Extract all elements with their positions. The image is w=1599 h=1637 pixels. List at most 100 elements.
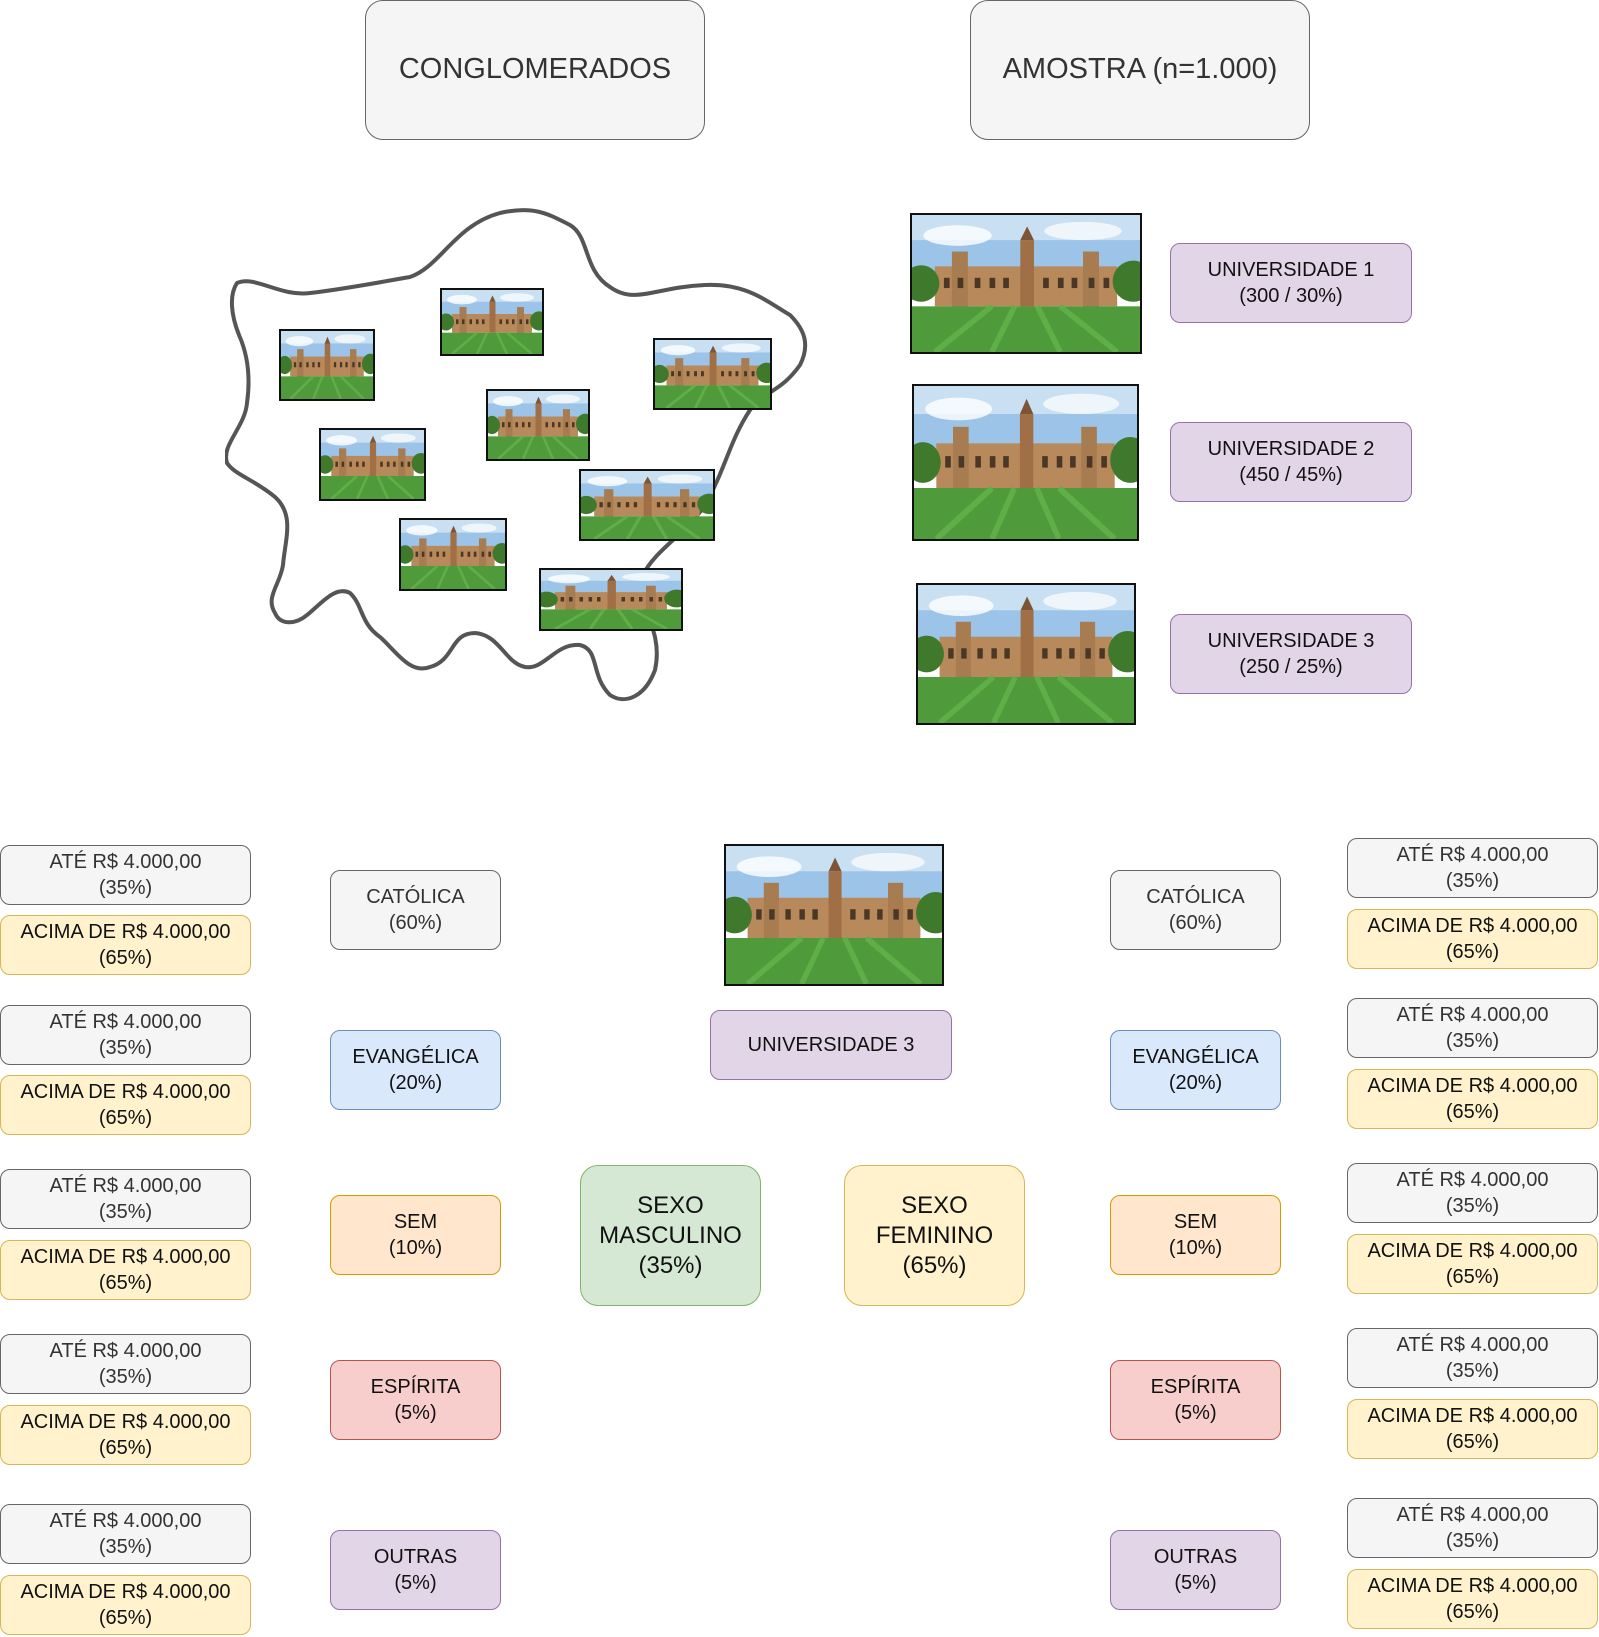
campus-thumbnail-1 bbox=[279, 329, 375, 401]
income-low-label: ATÉ R$ 4.000,00 bbox=[49, 851, 202, 873]
religion-name: OUTRAS bbox=[1153, 1546, 1238, 1568]
header-conglomerados-label: CONGLOMERADOS bbox=[398, 53, 672, 86]
university-1-name: UNIVERSIDADE 1 bbox=[1207, 259, 1375, 281]
university-3-detail: (250 / 25%) bbox=[1239, 656, 1343, 678]
income-low-label: ATÉ R$ 4.000,00 bbox=[49, 1510, 202, 1532]
income-high-pct: (65%) bbox=[98, 1437, 153, 1459]
header-conglomerados: CONGLOMERADOS bbox=[365, 0, 705, 140]
income-low-label: ATÉ R$ 4.000,00 bbox=[1396, 1504, 1549, 1526]
income-low-label: ATÉ R$ 4.000,00 bbox=[49, 1011, 202, 1033]
income-low-pct: (35%) bbox=[1445, 870, 1500, 892]
religion-name: OUTRAS bbox=[373, 1546, 458, 1568]
income-high-label: ACIMA DE R$ 4.000,00 bbox=[1367, 915, 1578, 937]
campus-thumbnail-2 bbox=[440, 288, 544, 356]
religion-left-outras: OUTRAS (5%) bbox=[330, 1530, 501, 1610]
income-low-pct: (35%) bbox=[98, 1366, 153, 1388]
income-low-pct: (35%) bbox=[1445, 1030, 1500, 1052]
campus-thumbnail-8 bbox=[539, 568, 683, 631]
income-high-pct: (65%) bbox=[1445, 1101, 1500, 1123]
religion-right-catolica: CATÓLICA (60%) bbox=[1110, 870, 1281, 950]
religion-left-espirita: ESPÍRITA (5%) bbox=[330, 1360, 501, 1440]
religion-pct: (10%) bbox=[388, 1237, 443, 1259]
religion-left-sem: SEM (10%) bbox=[330, 1195, 501, 1275]
income-left-high-1: ACIMA DE R$ 4.000,00 (65%) bbox=[0, 915, 251, 975]
header-amostra-label: AMOSTRA (n=1.000) bbox=[1002, 53, 1278, 86]
religion-name: ESPÍRITA bbox=[370, 1376, 461, 1398]
income-low-pct: (35%) bbox=[98, 877, 153, 899]
income-high-label: ACIMA DE R$ 4.000,00 bbox=[20, 1581, 231, 1603]
religion-name: EVANGÉLICA bbox=[352, 1046, 479, 1068]
income-high-pct: (65%) bbox=[1445, 1266, 1500, 1288]
income-right-high-2: ACIMA DE R$ 4.000,00 (65%) bbox=[1347, 1069, 1598, 1129]
income-high-label: ACIMA DE R$ 4.000,00 bbox=[20, 1411, 231, 1433]
income-low-pct: (35%) bbox=[98, 1536, 153, 1558]
header-amostra: AMOSTRA (n=1.000) bbox=[970, 0, 1310, 140]
income-high-label: ACIMA DE R$ 4.000,00 bbox=[1367, 1405, 1578, 1427]
religion-pct: (60%) bbox=[388, 912, 443, 934]
income-left-high-5: ACIMA DE R$ 4.000,00 (65%) bbox=[0, 1575, 251, 1635]
income-left-low-5: ATÉ R$ 4.000,00 (35%) bbox=[0, 1504, 251, 1564]
income-low-label: ATÉ R$ 4.000,00 bbox=[49, 1175, 202, 1197]
religion-name: ESPÍRITA bbox=[1150, 1376, 1241, 1398]
religion-name: EVANGÉLICA bbox=[1132, 1046, 1259, 1068]
sexo-feminino-box: SEXO FEMININO (65%) bbox=[844, 1165, 1025, 1306]
income-left-low-1: ATÉ R$ 4.000,00 (35%) bbox=[0, 845, 251, 905]
income-high-label: ACIMA DE R$ 4.000,00 bbox=[20, 1246, 231, 1268]
sexo-feminino-line1: SEXO bbox=[901, 1191, 968, 1219]
university-1-detail: (300 / 30%) bbox=[1239, 285, 1343, 307]
income-high-pct: (65%) bbox=[98, 947, 153, 969]
income-high-pct: (65%) bbox=[98, 1107, 153, 1129]
university-2-detail: (450 / 45%) bbox=[1239, 464, 1343, 486]
religion-pct: (5%) bbox=[394, 1572, 437, 1594]
religion-pct: (10%) bbox=[1168, 1237, 1223, 1259]
selected-university-box: UNIVERSIDADE 3 bbox=[710, 1010, 952, 1080]
income-right-low-5: ATÉ R$ 4.000,00 (35%) bbox=[1347, 1498, 1598, 1558]
campus-thumbnail-6 bbox=[579, 469, 715, 541]
religion-left-catolica: CATÓLICA (60%) bbox=[330, 870, 501, 950]
sexo-feminino-line2: FEMININO bbox=[875, 1221, 994, 1249]
income-low-label: ATÉ R$ 4.000,00 bbox=[1396, 1169, 1549, 1191]
sexo-masculino-line1: SEXO bbox=[637, 1191, 704, 1219]
income-left-low-4: ATÉ R$ 4.000,00 (35%) bbox=[0, 1334, 251, 1394]
income-high-label: ACIMA DE R$ 4.000,00 bbox=[20, 1081, 231, 1103]
religion-pct: (20%) bbox=[1168, 1072, 1223, 1094]
religion-left-evangelica: EVANGÉLICA (20%) bbox=[330, 1030, 501, 1110]
university-2-box: UNIVERSIDADE 2 (450 / 45%) bbox=[1170, 422, 1412, 502]
university-1-box: UNIVERSIDADE 1 (300 / 30%) bbox=[1170, 243, 1412, 323]
income-low-pct: (35%) bbox=[1445, 1530, 1500, 1552]
income-low-label: ATÉ R$ 4.000,00 bbox=[1396, 1334, 1549, 1356]
income-high-pct: (65%) bbox=[1445, 941, 1500, 963]
income-high-label: ACIMA DE R$ 4.000,00 bbox=[20, 921, 231, 943]
religion-right-outras: OUTRAS (5%) bbox=[1110, 1530, 1281, 1610]
income-low-pct: (35%) bbox=[1445, 1195, 1500, 1217]
income-right-high-5: ACIMA DE R$ 4.000,00 (65%) bbox=[1347, 1569, 1598, 1629]
income-right-low-3: ATÉ R$ 4.000,00 (35%) bbox=[1347, 1163, 1598, 1223]
income-right-low-2: ATÉ R$ 4.000,00 (35%) bbox=[1347, 998, 1598, 1058]
sexo-masculino-pct: (35%) bbox=[638, 1251, 703, 1279]
income-low-pct: (35%) bbox=[98, 1037, 153, 1059]
income-high-pct: (65%) bbox=[1445, 1601, 1500, 1623]
income-high-label: ACIMA DE R$ 4.000,00 bbox=[1367, 1575, 1578, 1597]
campus-thumbnail-7 bbox=[399, 518, 507, 591]
religion-name: SEM bbox=[393, 1211, 438, 1233]
campus-thumbnail-3 bbox=[653, 338, 772, 410]
income-right-high-4: ACIMA DE R$ 4.000,00 (65%) bbox=[1347, 1399, 1598, 1459]
religion-name: CATÓLICA bbox=[366, 886, 465, 908]
sexo-masculino-line2: MASCULINO bbox=[599, 1221, 742, 1249]
religion-pct: (5%) bbox=[1174, 1572, 1217, 1594]
religion-pct: (60%) bbox=[1168, 912, 1223, 934]
income-high-pct: (65%) bbox=[98, 1272, 153, 1294]
selected-university-photo bbox=[724, 844, 944, 986]
university-3-photo bbox=[916, 583, 1136, 725]
income-left-low-3: ATÉ R$ 4.000,00 (35%) bbox=[0, 1169, 251, 1229]
income-left-low-2: ATÉ R$ 4.000,00 (35%) bbox=[0, 1005, 251, 1065]
selected-university-label: UNIVERSIDADE 3 bbox=[747, 1034, 915, 1056]
university-2-photo bbox=[912, 384, 1139, 541]
income-right-low-1: ATÉ R$ 4.000,00 (35%) bbox=[1347, 838, 1598, 898]
income-high-label: ACIMA DE R$ 4.000,00 bbox=[1367, 1240, 1578, 1262]
religion-right-espirita: ESPÍRITA (5%) bbox=[1110, 1360, 1281, 1440]
sexo-feminino-pct: (65%) bbox=[902, 1251, 967, 1279]
income-right-high-1: ACIMA DE R$ 4.000,00 (65%) bbox=[1347, 909, 1598, 969]
income-low-label: ATÉ R$ 4.000,00 bbox=[1396, 844, 1549, 866]
university-1-photo bbox=[910, 213, 1142, 354]
